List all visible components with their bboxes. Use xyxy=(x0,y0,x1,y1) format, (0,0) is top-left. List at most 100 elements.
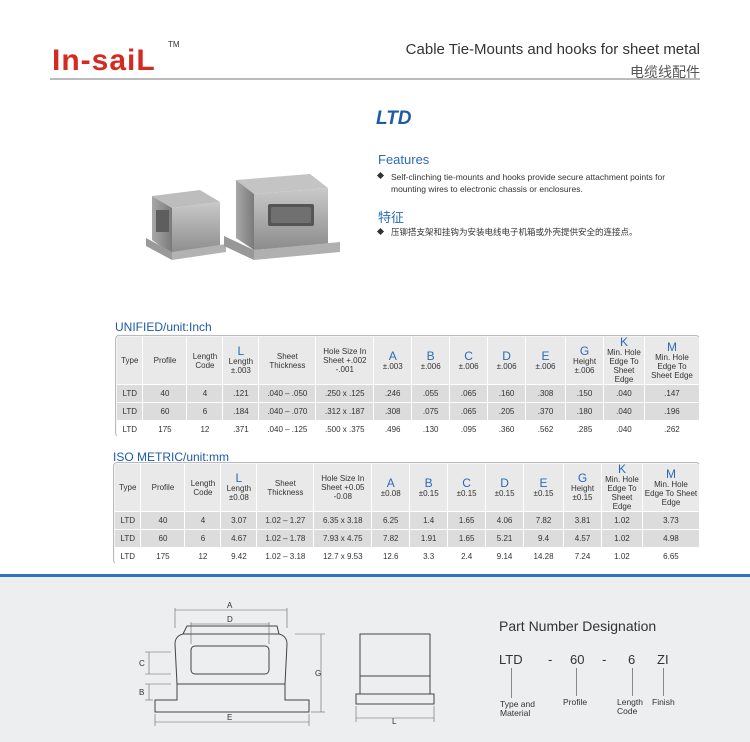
table-cell: .285 xyxy=(565,420,604,439)
table-cell: .075 xyxy=(411,402,451,421)
metric-table-title: ISO METRIC/unit:mm xyxy=(113,450,230,464)
table-cell: .308 xyxy=(373,402,413,421)
page-title: Cable Tie-Mounts and hooks for sheet met… xyxy=(405,41,700,58)
table-cell: 12 xyxy=(186,420,224,439)
col-sheet-thickness: Sheet Thickness xyxy=(256,464,315,512)
table-cell: .055 xyxy=(411,384,451,403)
table-cell: .065 xyxy=(449,384,489,403)
table-cell: 5.21 xyxy=(485,529,525,548)
section-divider-bar xyxy=(0,574,750,577)
dim-D-label: D xyxy=(227,615,233,624)
dim-L-label: L xyxy=(392,717,397,726)
features-bullet-cn: 压铆搭支架和挂钩为安装电线电子机箱或外壳提供安全的连接点。 xyxy=(376,227,698,239)
table-cell: 9.14 xyxy=(485,547,525,566)
pn-leader-type xyxy=(511,668,512,698)
col-D: D±0.15 xyxy=(485,464,525,512)
col-type: Type xyxy=(115,464,142,512)
table-cell: .121 xyxy=(222,384,260,403)
pn-label-type: Type and Material xyxy=(500,699,535,718)
table-cell: 14.28 xyxy=(523,547,565,566)
table-cell: 7.24 xyxy=(563,547,602,566)
col-C: C±0.15 xyxy=(447,464,487,512)
table-cell: 175 xyxy=(140,547,186,566)
part-number-heading: Part Number Designation xyxy=(499,618,657,634)
table-cell: 4.98 xyxy=(642,529,701,548)
table-cell: .160 xyxy=(487,384,527,403)
table-cell: 12.7 x 9.53 xyxy=(313,547,373,566)
table-cell: 4.06 xyxy=(485,511,525,530)
table-cell: .500 x .375 xyxy=(315,420,375,439)
col-A: A±.003 xyxy=(373,337,413,385)
table-cell: 9.4 xyxy=(523,529,565,548)
table-cell: 1.02 xyxy=(601,511,643,530)
table-cell: 6.65 xyxy=(642,547,701,566)
table-cell: .250 x .125 xyxy=(315,384,375,403)
table-cell: .180 xyxy=(565,402,604,421)
table-cell: 9.42 xyxy=(220,547,258,566)
table-cell: 1.02 – 1.78 xyxy=(256,529,315,548)
table-cell: 4 xyxy=(186,384,224,403)
features-description-cn: 压铆搭支架和挂钩为安装电线电子机箱或外壳提供安全的连接点。 xyxy=(391,228,638,238)
table-cell: 6 xyxy=(186,402,224,421)
col-hole-size: Hole Size In Sheet +.002 -.001 xyxy=(315,337,375,385)
table-cell: 2.4 xyxy=(447,547,487,566)
product-photo xyxy=(146,174,340,260)
table-cell: 1.91 xyxy=(409,529,449,548)
table-cell: .312 x .187 xyxy=(315,402,375,421)
table-cell: 3.3 xyxy=(409,547,449,566)
dim-A-label: A xyxy=(227,601,233,610)
table-cell: 7.82 xyxy=(523,511,565,530)
table-cell: 4.67 xyxy=(220,529,258,548)
table-cell: 3.73 xyxy=(642,511,701,530)
table-cell: 1.65 xyxy=(447,529,487,548)
bullet-diamond-icon xyxy=(376,171,385,180)
table-cell: 6 xyxy=(184,529,222,548)
col-profile: Profile xyxy=(142,337,188,385)
side-view-drawing: A D C B G E xyxy=(139,601,325,726)
col-E: E±0.15 xyxy=(523,464,565,512)
table-cell: .040 xyxy=(603,384,645,403)
table-cell: .196 xyxy=(644,402,701,421)
drawing-panel xyxy=(0,577,750,742)
table-cell: 175 xyxy=(142,420,188,439)
col-hole-size: Hole Size In Sheet +0.05 -0.08 xyxy=(313,464,373,512)
large-tie-mount-image xyxy=(224,174,340,260)
col-profile: Profile xyxy=(140,464,186,512)
table-cell: 1.02 xyxy=(601,529,643,548)
table-cell: .040 – .070 xyxy=(258,402,317,421)
pn-label-length-code: Length Code xyxy=(617,697,643,716)
pn-profile: 60 xyxy=(570,652,585,667)
product-code: LTD xyxy=(376,108,412,129)
features-heading-cn: 特征 xyxy=(378,211,405,226)
table-cell: .308 xyxy=(525,384,567,403)
table-cell: 6.25 xyxy=(371,511,411,530)
brand-logo: In-saiL xyxy=(52,44,156,77)
table-cell: 1.02 – 3.18 xyxy=(256,547,315,566)
table-cell: .040 xyxy=(603,402,645,421)
table-cell: 12.6 xyxy=(371,547,411,566)
table-cell: 12 xyxy=(184,547,222,566)
table-cell: LTD xyxy=(117,402,144,421)
table-cell: .496 xyxy=(373,420,413,439)
pn-label-finish: Finish xyxy=(652,697,675,707)
col-C: C±.006 xyxy=(449,337,489,385)
table-cell: .040 – .125 xyxy=(258,420,317,439)
table-cell: .360 xyxy=(487,420,527,439)
table-cell: LTD xyxy=(117,384,144,403)
col-D: D±.006 xyxy=(487,337,527,385)
table-cell: 40 xyxy=(142,384,188,403)
table-cell: .065 xyxy=(449,402,489,421)
small-tie-mount-image xyxy=(146,190,226,260)
